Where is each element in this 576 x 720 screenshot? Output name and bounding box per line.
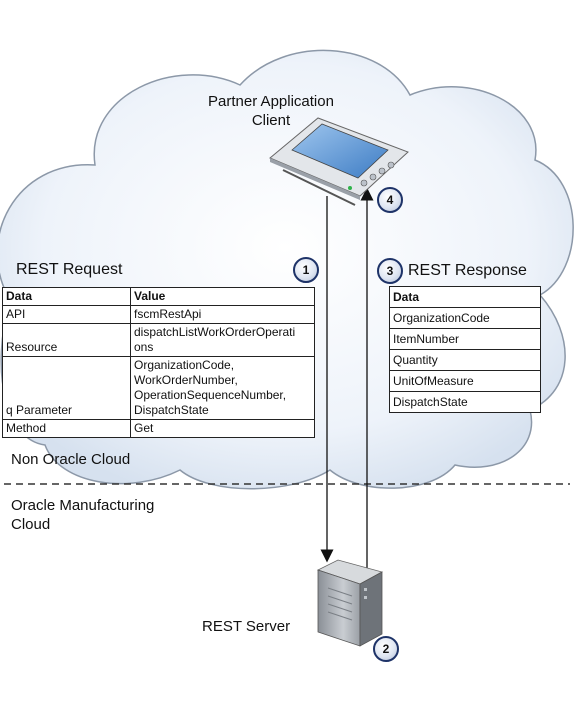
non-oracle-cloud-label: Non Oracle Cloud [11,451,131,468]
qparam-line: OrganizationCode, [134,358,235,372]
table-row: Resource dispatchListWorkOrderOperati on… [2,323,315,357]
table-header-row: Data Value [2,287,315,306]
client-label-line2: Client [251,112,291,129]
response-header-data: Data [389,286,541,308]
row-resource-data: Resource [2,323,131,357]
row-method-value: Get [130,419,315,438]
table-row: DispatchState [389,391,541,413]
qparam-line: WorkOrderNumber, [134,373,238,387]
response-cell: ItemNumber [389,328,541,350]
response-cell: UnitOfMeasure [389,370,541,392]
row-resource-value-line2: ons [134,340,154,354]
qparam-line: OperationSequenceNumber, [134,388,287,402]
header-data: Data [2,287,131,306]
response-table: Data OrganizationCode ItemNumber Quantit… [389,286,541,413]
row-qparam-value: OrganizationCode, WorkOrderNumber, Opera… [130,356,315,420]
oracle-cloud-label-line2: Cloud [11,516,51,533]
step-3-badge: 3 [377,258,403,284]
table-row: API fscmRestApi [2,305,315,324]
qparam-line: DispatchState [134,403,209,417]
client-label-line1: Partner Application [208,93,334,110]
step-2-badge: 2 [373,636,399,662]
row-method-data: Method [2,419,131,438]
client-label: Partner Application Client [196,92,346,130]
header-value: Value [130,287,315,306]
row-resource-value: dispatchListWorkOrderOperati ons [130,323,315,357]
oracle-cloud-label: Oracle Manufacturing Cloud [11,496,154,534]
table-row: UnitOfMeasure [389,370,541,392]
row-api-data: API [2,305,131,324]
response-cell: OrganizationCode [389,307,541,329]
response-title: REST Response [408,262,527,279]
server-icon [316,559,384,647]
table-row: ItemNumber [389,328,541,350]
table-header-row: Data [389,286,541,308]
row-resource-value-line1: dispatchListWorkOrderOperati [134,325,296,339]
request-title: REST Request [16,261,123,278]
row-api-value: fscmRestApi [130,305,315,324]
response-cell: Quantity [389,349,541,371]
step-4-badge: 4 [377,187,403,213]
oracle-cloud-label-line1: Oracle Manufacturing [11,497,155,514]
response-cell: DispatchState [389,391,541,413]
request-table: Data Value API fscmRestApi Resource disp… [2,287,315,438]
rest-server-label: REST Server [202,618,291,635]
table-row: Quantity [389,349,541,371]
row-qparam-data: q Parameter [2,356,131,420]
client-device-icon [269,117,409,206]
table-row: q Parameter OrganizationCode, WorkOrderN… [2,356,315,420]
table-row: OrganizationCode [389,307,541,329]
table-row: Method Get [2,419,315,438]
step-1-badge: 1 [293,257,319,283]
